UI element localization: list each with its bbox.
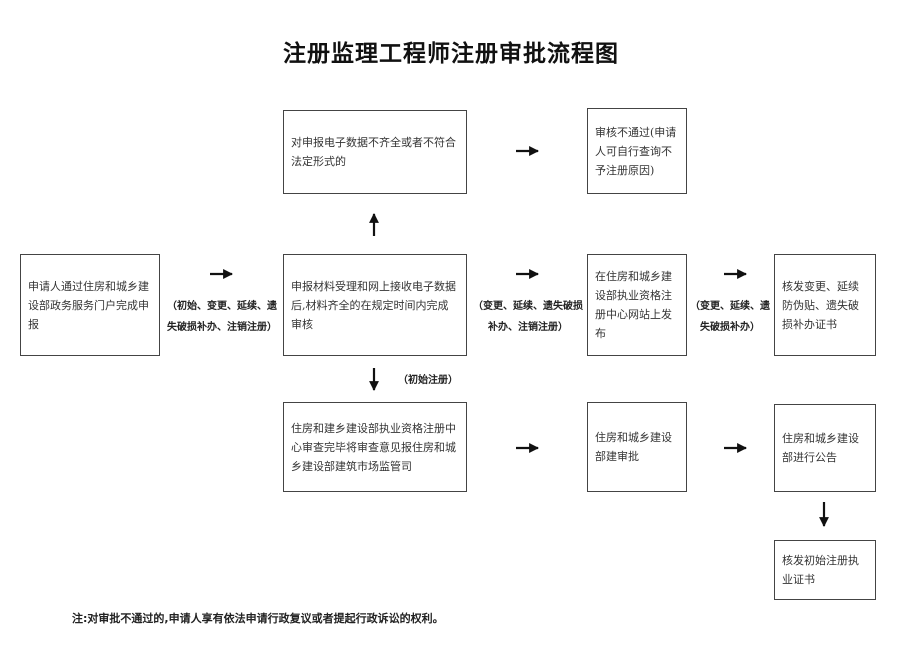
box-ministry-approve: 住房和城乡建设部建审批 [587,402,687,492]
box-publish-site-text: 在住房和城乡建设部执业资格注册中心网站上发布 [595,270,672,340]
box-review-fail-text: 审核不通过(申请人可自行查询不予注册原因) [595,125,677,177]
box-issue-change: 核发变更、延续防伪贴、遗失破损补办证书 [774,254,876,356]
label-types-cont: （变更、延续、遗失破损补办、注销注册） [473,301,583,333]
box-center-review-text: 住房和建乡建设部执业资格注册中心审查完毕将审查意见报住房和城乡建设部建筑市场监管… [291,421,456,473]
diagram-title: 注册监理工程师注册审批流程图 [283,41,619,67]
box-publish-site: 在住房和城乡建设部执业资格注册中心网站上发布 [587,254,687,356]
label-initial: （初始注册） [398,375,458,386]
box-issue-change-text: 核发变更、延续防伪贴、遗失破损补办证书 [782,279,859,331]
box-accept: 申报材料受理和网上接收电子数据后,材料齐全的在规定时间内完成审核 [283,254,467,356]
label-types-renew: （变更、延续、遗失破损补办） [690,301,770,333]
box-accept-text: 申报材料受理和网上接收电子数据后,材料齐全的在规定时间内完成审核 [291,279,456,331]
box-applicant: 申请人通过住房和城乡建设部政务服务门户完成申报 [20,254,160,356]
footnote: 注:对审批不通过的,申请人享有依法申请行政复议或者提起行政诉讼的权利。 [72,612,444,625]
box-reject-form: 对申报电子数据不齐全或者不符合法定形式的 [283,110,467,194]
label-types-all: （初始、变更、延续、遗失破损补办、注销注册） [167,301,277,333]
box-ministry-announce: 住房和城乡建设部进行公告 [774,404,876,492]
box-review-fail: 审核不通过(申请人可自行查询不予注册原因) [587,108,687,194]
box-issue-initial-text: 核发初始注册执业证书 [782,554,859,586]
box-ministry-approve-text: 住房和城乡建设部建审批 [595,431,672,463]
box-center-review: 住房和建乡建设部执业资格注册中心审查完毕将审查意见报住房和城乡建设部建筑市场监管… [283,402,467,492]
box-ministry-announce-text: 住房和城乡建设部进行公告 [782,432,859,464]
box-issue-initial: 核发初始注册执业证书 [774,540,876,600]
box-applicant-text: 申请人通过住房和城乡建设部政务服务门户完成申报 [28,279,149,331]
box-reject-form-text: 对申报电子数据不齐全或者不符合法定形式的 [291,136,456,168]
